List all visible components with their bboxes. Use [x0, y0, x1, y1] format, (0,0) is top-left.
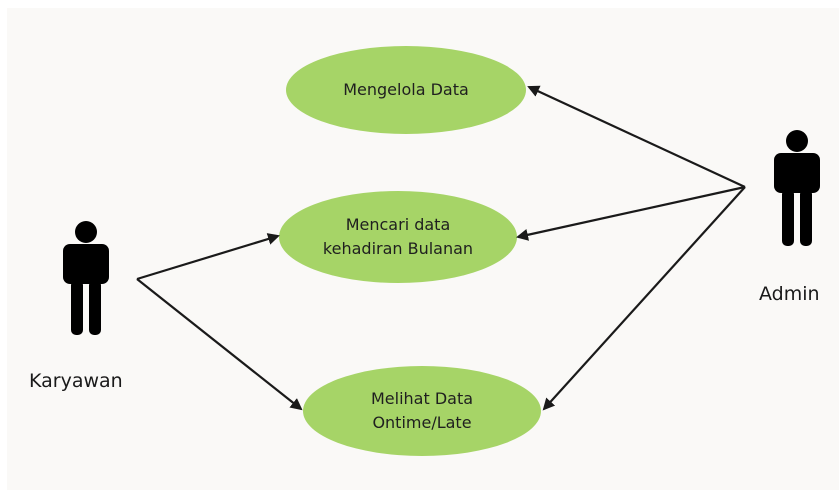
usecase-label-line2: Ontime/Late: [372, 413, 472, 432]
connector-admin-mencari: [516, 185, 746, 241]
connector-karyawan-mencari: [136, 233, 280, 281]
connector-admin-melihat: [542, 186, 746, 411]
usecase-melihat-data-shape[interactable]: [303, 366, 541, 456]
usecase-label-line1: Mencari data: [345, 215, 451, 234]
usecase-label-line1: Melihat Data: [370, 389, 474, 408]
usecase-label: Mengelola Data: [343, 80, 469, 99]
person-icon: [63, 221, 109, 335]
person-icon: [774, 130, 820, 246]
connector-karyawan-melihat: [136, 278, 303, 411]
usecase-mengelola-data-shape[interactable]: [286, 46, 526, 134]
actor-karyawan-label: Karyawan: [29, 370, 123, 392]
usecase-label-line2: kehadiran Bulanan: [322, 239, 474, 258]
usecase-melihat-data[interactable]: Melihat Data Ontime/Late: [312, 385, 532, 437]
actor-admin-label: Admin: [759, 283, 820, 305]
usecase-mencari-data[interactable]: Mencari data kehadiran Bulanan: [288, 211, 508, 263]
usecase-mengelola-data[interactable]: Mengelola Data: [296, 66, 516, 114]
connector-admin-mengelola: [527, 85, 746, 188]
usecase-mencari-data-shape[interactable]: [279, 191, 517, 283]
